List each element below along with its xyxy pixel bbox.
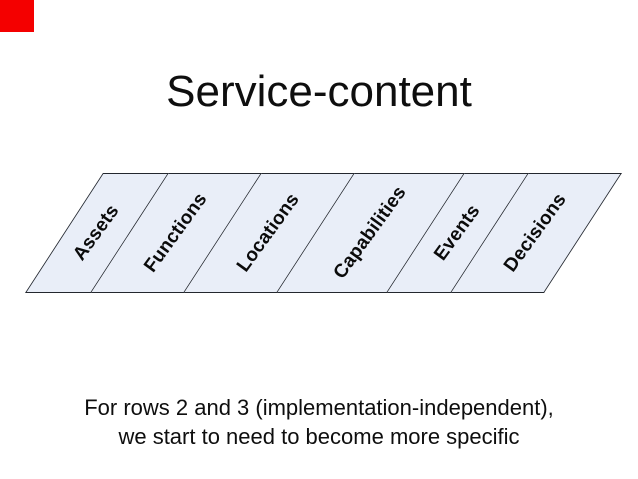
red-square-marker <box>0 0 34 32</box>
band-segment-label: Decisions <box>500 189 571 276</box>
service-content-band: Assets Functions Locations Capabilities … <box>25 173 622 293</box>
slide-title: Service-content <box>166 67 472 117</box>
band-segment-label: Capabilities <box>329 182 411 283</box>
slide-caption: For rows 2 and 3 (implementation-indepen… <box>0 393 638 451</box>
band-segment-label: Locations <box>233 189 304 276</box>
caption-line-2: we start to need to become more specific <box>118 424 520 449</box>
caption-line-1: For rows 2 and 3 (implementation-indepen… <box>84 395 554 420</box>
band-segment-label: Functions <box>139 189 212 277</box>
